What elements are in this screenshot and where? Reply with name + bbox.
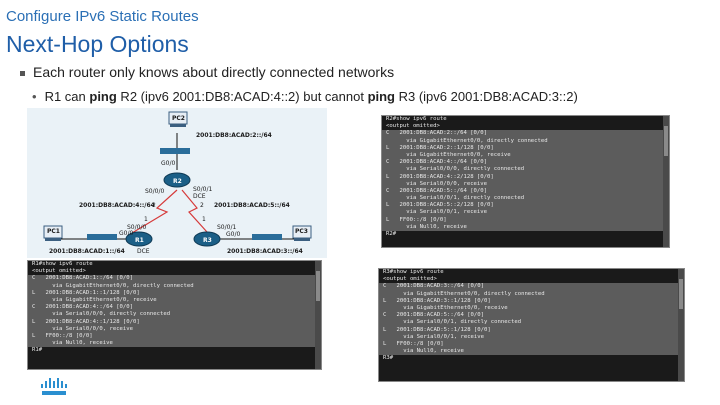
console-prompt: R2# [386,231,397,237]
router-r1-icon [125,231,153,247]
scrollbar-thumb[interactable] [664,126,668,156]
label-r2-s000: S0/0/0 [145,188,165,195]
label-r3-g00: G0/0 [226,231,241,238]
label-pc3: PC3 [295,228,308,235]
console-line: L 2001:DB8:ACAD:4::1/128 [0/0] [28,318,321,326]
label-r3: R3 [203,237,212,244]
square-bullet-icon [20,70,25,76]
label-r1: R1 [135,237,144,244]
label-r2-dce: DCE [193,193,206,200]
console-line: L 2001:DB8:ACAD:1::1/128 [0/0] [28,289,321,297]
console-r1: R1#show ipv6 route <output omitted> C 20… [27,260,322,370]
console-line: via Serial0/0/1, receive [382,209,669,217]
console-prompt: R3# [383,355,394,362]
topology-links [43,111,312,247]
console-line: L 2001:DB8:ACAD:2::1/128 [0/0] [382,144,669,152]
console-line: R2#show ipv6 route [386,116,447,122]
console-line: C 2001:DB8:ACAD:4::/64 [0/0] [382,159,669,167]
label-net-lan1: 2001:DB8:ACAD:1::/64 [49,248,125,255]
console-line: via Null0, receive [382,223,669,231]
console-line: L FF00::/8 [0/0] [379,340,684,349]
console-scrollbar[interactable] [663,116,669,247]
console-line: C 2001:DB8:ACAD:5::/64 [0/0] [379,312,684,320]
console-line: R3#show ipv6 route [383,269,444,275]
console-line: via GigabitEthernet0/0, directly connect… [28,282,321,290]
console-line: via GigabitEthernet0/0, receive [382,151,669,160]
console-line: via Serial0/0/1, directly connected [382,195,669,203]
scrollbar-thumb[interactable] [679,279,683,309]
router-r2-icon [163,172,191,188]
label-pc2: PC2 [172,115,185,122]
console-line: L 2001:DB8:ACAD:4::2/128 [0/0] [382,173,669,181]
label-r1-s000: S0/0/0 [127,224,147,231]
bullet-part-e: R3 (ipv6 2001:DB8:ACAD:3::2) [395,89,578,104]
bullet-level1-text: Each router only knows about directly co… [33,64,395,80]
console-line: via Null0, receive [28,340,321,348]
console-line: R1#show ipv6 route [32,261,93,267]
console-line: L FF00::/8 [0/0] [382,216,669,224]
console-line: <output omitted> [383,276,437,283]
label-pc1: PC1 [47,228,60,235]
console-line: L 2001:DB8:ACAD:5::1/128 [0/0] [379,326,684,334]
label-r2-s001: S0/0/1 [193,186,213,193]
console-scrollbar[interactable] [315,261,321,369]
bullet-level2: • R1 can ping R2 (ipv6 2001:DB8:ACAD:4::2… [32,89,578,104]
label-net-left: 2001:DB8:ACAD:4::/64 [79,202,155,209]
label-net-right: 2001:DB8:ACAD:5::/64 [214,202,290,209]
console-line: via Serial0/0/0, receive [382,180,669,188]
console-r2: R2#show ipv6 route <output omitted> C 20… [381,115,670,248]
console-line: via Serial0/0/1, receive [379,333,684,341]
console-line: C 2001:DB8:ACAD:5::/64 [0/0] [382,187,669,196]
label-r2: R2 [173,178,182,185]
console-line: via GigabitEthernet0/0, directly connect… [379,290,684,298]
bullet-ping-2: ping [367,89,395,104]
console-line: via Serial0/0/0, directly connected [382,166,669,174]
scrollbar-thumb[interactable] [316,271,320,301]
dot-bullet-icon: • [32,89,37,104]
label-r3-s001: S0/0/1 [217,224,237,231]
console-line: C 2001:DB8:ACAD:2::/64 [0/0] [382,130,669,138]
console-line: via Serial0/0/0, receive [28,325,321,333]
console-line: via GigabitEthernet0/0, directly connect… [382,137,669,145]
console-line: L 2001:DB8:ACAD:5::2/128 [0/0] [382,202,669,210]
label-r1-g00: G0/0 [119,230,134,237]
topology-diagram: PC2 2001:DB8:ACAD:2::/64 G0/0 R2 S0/0/0 … [27,108,327,258]
console-line: via GigabitEthernet0/0, receive [379,304,684,313]
label-ip-r2: 2 [200,202,204,209]
label-r2-g00: G0/0 [161,160,176,167]
bullet-part-c: R2 (ipv6 2001:DB8:ACAD:4::2) but cannot [116,89,368,104]
console-line: via Null0, receive [379,348,684,356]
label-ip-r1: 1 [202,216,206,223]
console-prompt: R1# [32,347,43,354]
label-net-top: 2001:DB8:ACAD:2::/64 [196,132,272,139]
console-line: C 2001:DB8:ACAD:3::/64 [0/0] [379,283,684,291]
slide-title: Next-Hop Options [6,31,189,57]
cisco-logo-icon [41,378,67,395]
console-line: C 2001:DB8:ACAD:1::/64 [0/0] [28,275,321,283]
console-line: C 2001:DB8:ACAD:4::/64 [0/0] [28,304,321,312]
console-line: via Serial0/0/0, directly connected [28,311,321,319]
console-r3: R3#show ipv6 route <output omitted> C 20… [378,268,685,382]
bullet-part-a: R1 can [44,89,90,104]
label-net-lan3: 2001:DB8:ACAD:3::/64 [227,248,303,255]
label-ip-l2: 2 [152,202,156,209]
label-ip-l1: 1 [144,216,148,223]
bullet-ping-1: ping [89,89,117,104]
router-r3-icon [193,231,221,247]
console-line: L FF00::/8 [0/0] [28,332,321,341]
slide-subtitle: Configure IPv6 Static Routes [6,8,199,25]
bullet-level1: Each router only knows about directly co… [20,64,394,80]
console-scrollbar[interactable] [678,269,684,381]
console-line: <output omitted> [32,268,86,275]
console-line: via GigabitEthernet0/0, receive [28,296,321,305]
console-line: via Serial0/0/1, directly connected [379,319,684,327]
console-line: <output omitted> [386,123,440,130]
label-r1-dce: DCE [137,248,150,255]
console-line: L 2001:DB8:ACAD:3::1/128 [0/0] [379,297,684,305]
